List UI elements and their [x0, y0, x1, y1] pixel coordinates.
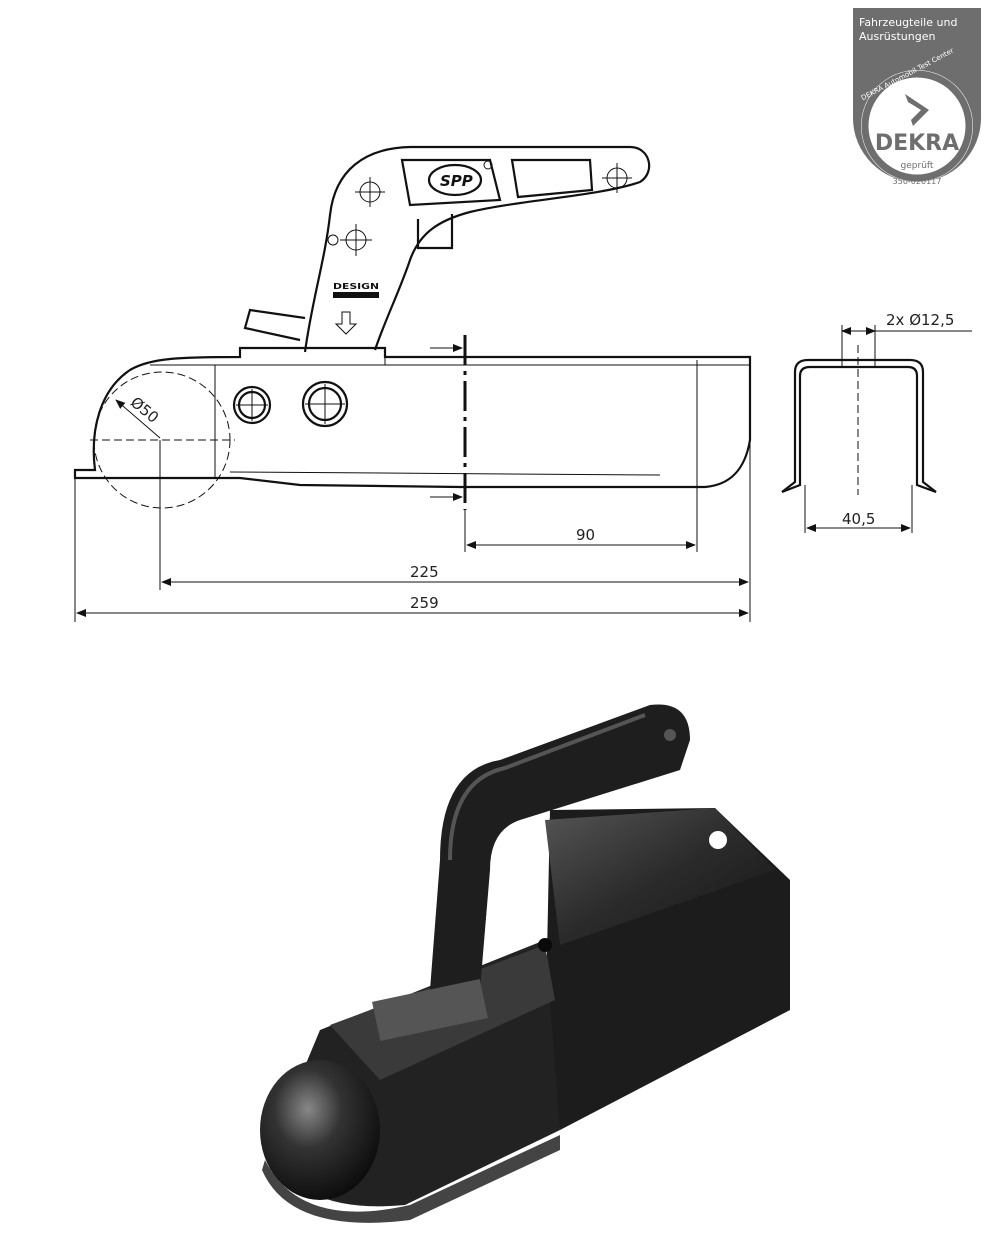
design-mark-bar — [333, 292, 379, 298]
badge-seal-ring — [861, 70, 973, 182]
tube-outline — [73, 346, 752, 489]
spp-logo-text: SPP — [440, 172, 473, 190]
hole-crosshairs — [236, 384, 345, 424]
render-handle-highlight — [448, 713, 646, 861]
section-dimension-lines — [804, 325, 972, 533]
dim-width: 40,5 — [842, 510, 875, 528]
logo-panel — [400, 158, 502, 207]
grip-window — [510, 158, 594, 199]
dim-holes: 2x Ø12,5 — [886, 311, 954, 329]
tube-inner-bottom-line — [229, 471, 661, 476]
dim-259: 259 — [410, 594, 439, 612]
render-flange — [262, 1135, 560, 1223]
ball-dimension-leader — [115, 399, 161, 439]
badge-number: 350-020117 — [893, 177, 942, 186]
dim-ball: Ø50 — [127, 393, 162, 427]
lock-lever — [416, 214, 454, 250]
render-tube-hole — [709, 831, 727, 849]
dimension-lines — [74, 360, 751, 622]
render-housing-hole — [538, 938, 552, 952]
handle-outline — [303, 145, 651, 353]
ball-socket — [260, 1060, 380, 1200]
dekra-badge: Fahrzeugteile und Ausrüstungen DEKRA Aut… — [853, 8, 981, 188]
badge-line2: Ausrüstungen — [859, 30, 935, 43]
badge-line1: Fahrzeugteile und — [859, 16, 957, 29]
coupling-render — [260, 704, 790, 1223]
safety-lever — [243, 308, 306, 342]
profile-outer — [781, 358, 937, 493]
design-mark: DESIGN — [333, 282, 379, 291]
dekra-badge-graphic: Fahrzeugteile und Ausrüstungen DEKRA Aut… — [853, 8, 981, 186]
side-view: SPP DESIGN Ø50 — [73, 145, 752, 622]
render-handle — [430, 704, 690, 990]
render-handle-hole — [664, 729, 676, 741]
profile-inner — [781, 365, 937, 494]
badge-brand: DEKRA — [875, 131, 959, 156]
badge-seal — [861, 70, 973, 182]
section-view: 2x Ø12,5 40,5 — [781, 311, 972, 533]
dekra-logo-icon — [905, 94, 929, 126]
registered-mark — [483, 160, 493, 170]
arrow-down-icon — [334, 311, 358, 335]
pivot-marks — [327, 163, 632, 256]
render-handle-base — [372, 979, 488, 1041]
badge-stamp: geprüft — [901, 161, 934, 171]
spp-logo — [427, 163, 483, 197]
dim-225: 225 — [410, 563, 439, 581]
dim-90: 90 — [576, 526, 595, 544]
